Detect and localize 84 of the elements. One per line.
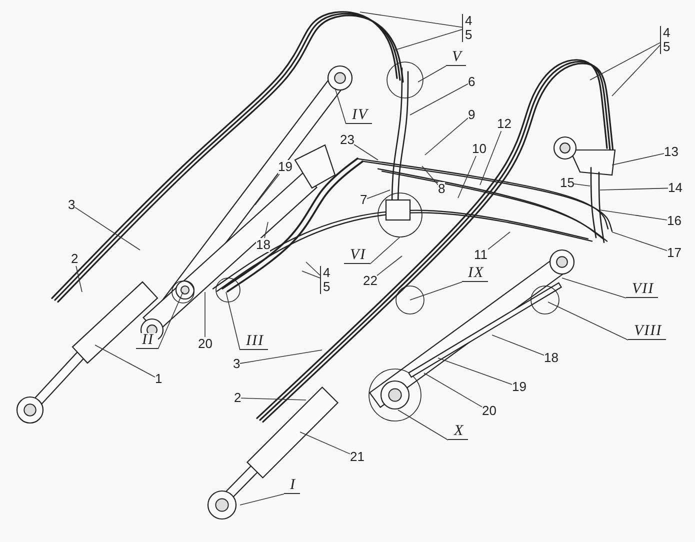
leader-line [306,262,320,276]
leader-line [590,42,660,80]
view-callout: IV [346,108,372,124]
callout-number: 17 [667,246,682,260]
leader-line [574,184,590,186]
leader-line [600,188,668,190]
leader-line [424,372,482,408]
view-callout: X [448,424,468,440]
leader-line [600,210,668,220]
leader-line [562,278,626,298]
leader-line [410,282,462,300]
leader-line [548,302,628,340]
leader-line [488,232,510,250]
callout-number: 7 [360,193,368,207]
leader-line [370,236,400,264]
callout-number: 4 [323,266,330,280]
callout-number: 22 [363,274,378,288]
view-callout: III [240,334,268,350]
leader-line [366,190,390,200]
callout-number: 2 [234,391,242,405]
callout-number: 5 [465,28,472,42]
leader-line [360,12,462,28]
leader-line [254,174,280,206]
callout-number: 19 [512,380,526,394]
callout-number: 18 [544,351,558,365]
callout-number: 15 [560,176,574,190]
leader-line [376,256,402,276]
leader-line [76,266,82,292]
leader-line [394,29,462,50]
callout-number: 2 [71,252,78,266]
leader-line [264,222,268,238]
callout-number: 5 [663,40,670,54]
leader-line [74,206,140,250]
callout-number: 18 [256,238,270,252]
callout-number: 5 [323,280,330,294]
callout-number: 11 [474,248,488,262]
callout-number: 14 [668,181,682,195]
leader-line [480,130,502,186]
callout-number: 20 [482,404,496,418]
leader-line [204,292,206,338]
leader-line [438,358,512,385]
callout-number: 16 [667,214,682,228]
view-callout: II [136,333,158,349]
leader-line [240,398,306,400]
leader-line [300,432,350,454]
leader-line [410,83,468,116]
callout-number: 3 [233,357,240,371]
callout-number: 20 [198,337,212,351]
view-callout: I [284,478,300,494]
callout-number: 3 [68,198,76,212]
callout-number: 1 [155,372,162,386]
callout-number: 8 [438,182,446,196]
leader-line [492,334,544,356]
leader-line [424,118,468,156]
callout-number: 4 [465,14,472,28]
callout-number: 21 [350,450,364,464]
leader-line [94,344,156,378]
leader-line [612,232,668,252]
callout-number: 13 [664,145,678,159]
leader-line [398,410,448,440]
view-callout: V [446,50,466,66]
view-callout: VIII [628,324,666,340]
leader-line [612,44,660,96]
callout-number: 12 [497,117,512,131]
leader-line [458,156,476,198]
leader-line [240,350,322,364]
leader-line [422,166,438,186]
callout-number: 4 [663,26,670,40]
leader-line [302,270,320,278]
callout-number: 9 [468,108,476,122]
view-callout: VII [626,282,658,298]
view-callout: IX [462,266,488,282]
leader-line [240,494,284,506]
callout-number: 19 [278,160,292,174]
leader-line [158,292,184,350]
callout-number: 6 [468,75,476,89]
leader-line [334,88,346,124]
callout-number: 10 [472,142,486,156]
callout-number: 23 [340,133,354,147]
leader-line [354,144,378,160]
view-callout: VI [344,248,370,264]
leader-line [418,66,446,82]
leader-line [612,153,664,166]
leader-line [226,292,240,350]
